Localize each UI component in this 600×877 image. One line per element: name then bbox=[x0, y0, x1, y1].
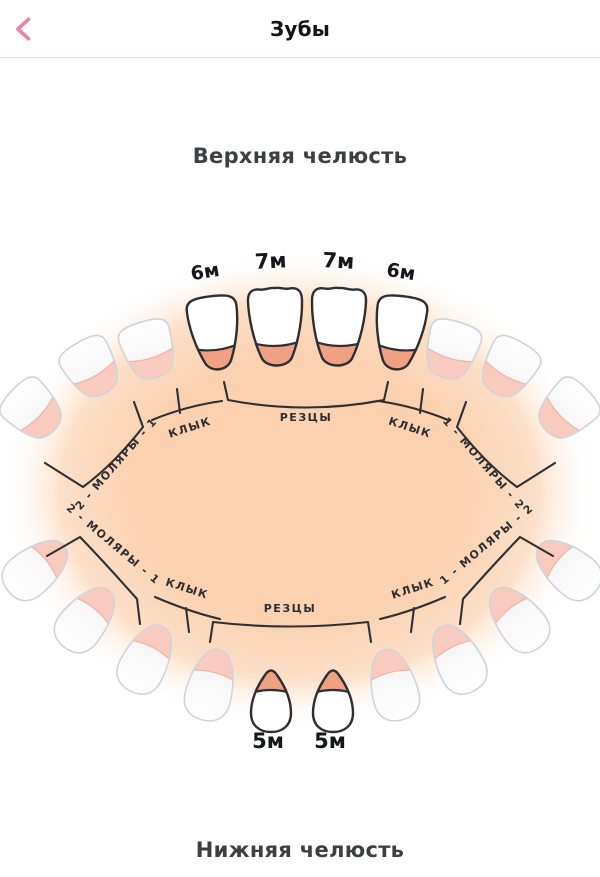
page-title: Зубы bbox=[269, 16, 331, 41]
bracket-upper-incisors bbox=[222, 380, 390, 409]
upper-jaw-title: Верхняя челюсть bbox=[192, 144, 408, 168]
bracket-upper-molars-right bbox=[455, 400, 557, 489]
age-label-upper-central-right: 7м bbox=[322, 248, 355, 274]
lower-jaw-title: Нижняя челюсть bbox=[195, 838, 405, 862]
bracket-upper-molars-left bbox=[43, 400, 145, 489]
tooth-upper-central-incisor-right bbox=[308, 285, 368, 368]
back-button[interactable] bbox=[6, 10, 44, 48]
chevron-left-icon bbox=[16, 17, 31, 41]
age-label-lower-central-right: 5м bbox=[314, 729, 346, 753]
label-lower-incisors: РЕЗЦЫ bbox=[264, 602, 317, 615]
bracket-lower-canine-left bbox=[153, 595, 222, 634]
age-label-upper-lateral-right: 6м bbox=[385, 259, 417, 285]
age-label-upper-central-left: 7м bbox=[254, 248, 287, 274]
header: Зубы bbox=[0, 0, 600, 58]
bracket-upper-canine-right bbox=[376, 387, 450, 422]
age-label-upper-lateral-left: 6м bbox=[189, 259, 221, 285]
bracket-lower-incisors bbox=[208, 620, 373, 644]
teeth-diagram: РЕЗЦЫ КЛЫК 2 - МОЛЯРЫ - 1 КЛЫК 1 - МОЛЯР… bbox=[0, 248, 600, 753]
bracket-lower-molars-left bbox=[45, 535, 142, 626]
bracket-lower-molars-right bbox=[458, 535, 555, 626]
label-upper-incisors: РЕЗЦЫ bbox=[280, 411, 333, 424]
tooth-upper-central-incisor-left bbox=[246, 285, 306, 368]
age-label-lower-central-left: 5м bbox=[252, 729, 284, 753]
bracket-lower-canine-right bbox=[378, 595, 447, 634]
bracket-upper-canine-left bbox=[150, 387, 224, 422]
